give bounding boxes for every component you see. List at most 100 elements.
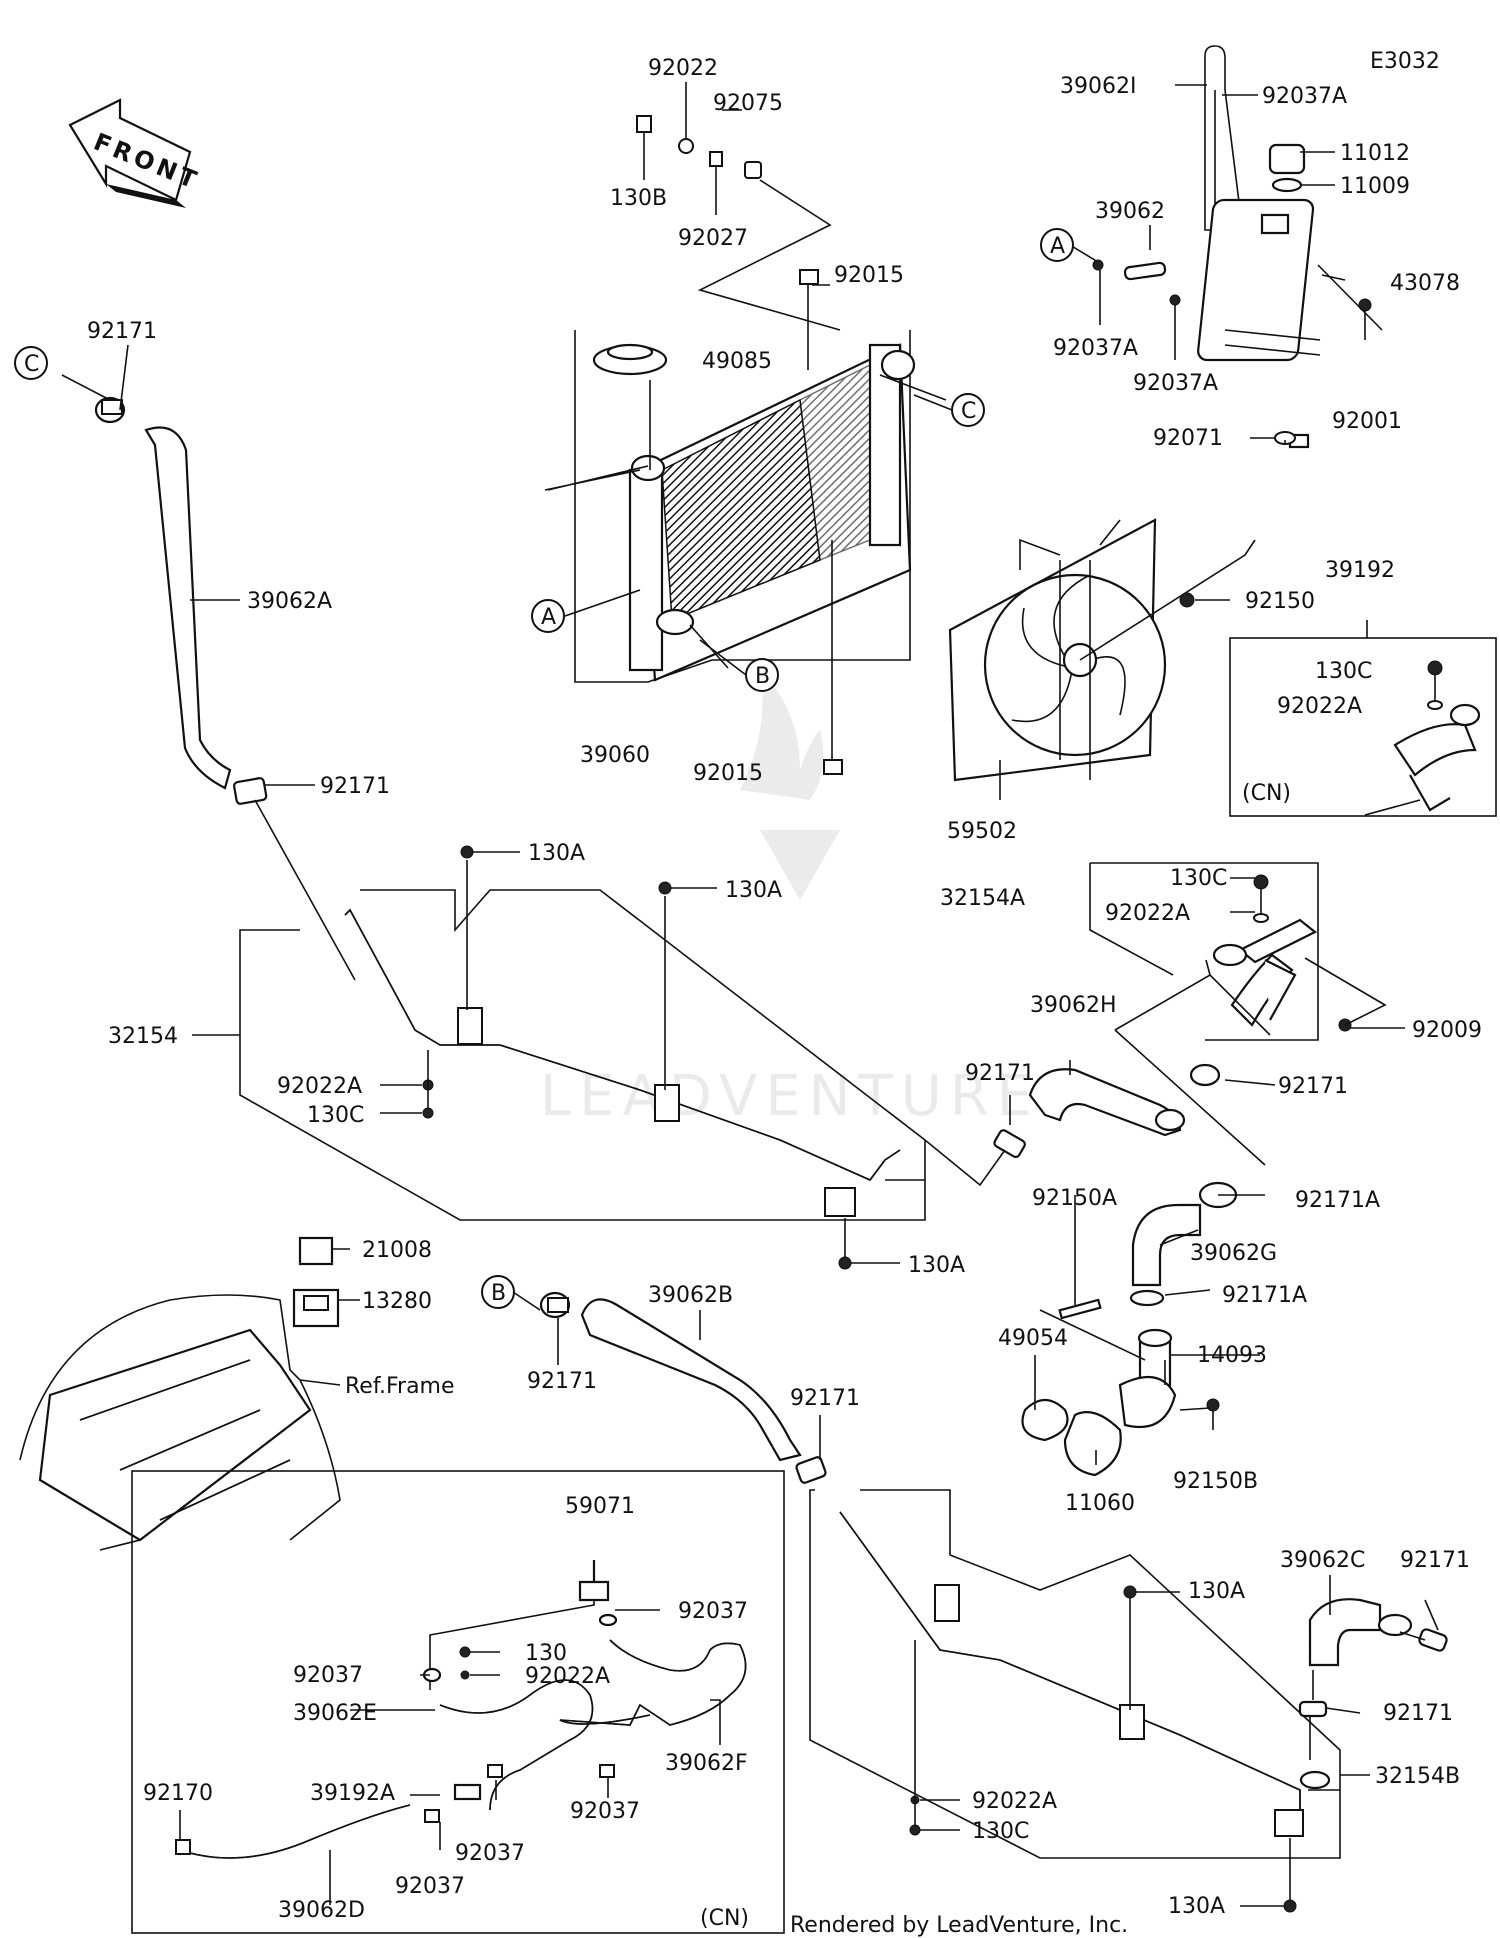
label-11009: 11009 xyxy=(1340,174,1410,199)
label-59071: 59071 xyxy=(565,1494,635,1519)
label-39062i: 39062I xyxy=(1060,74,1136,99)
label-ref-frame: Ref.Frame xyxy=(345,1374,455,1399)
label-92022a-r: 92022A xyxy=(1105,901,1190,926)
pipe-32154-assembly xyxy=(192,799,926,1270)
label-39062f: 39062F xyxy=(665,1751,748,1776)
label-14093: 14093 xyxy=(1197,1343,1267,1368)
label-92171-tl: 92171 xyxy=(87,319,157,344)
label-130a-2: 130A xyxy=(725,878,782,903)
label-39062: 39062 xyxy=(1095,199,1165,224)
label-92171-b: 92171 xyxy=(527,1369,597,1394)
label-92037a-mid: 92037A xyxy=(1133,371,1218,396)
label-11012: 11012 xyxy=(1340,141,1410,166)
callout-a-radiator: A xyxy=(541,605,556,630)
label-92171-r: 92171 xyxy=(1278,1074,1348,1099)
label-39062h: 39062H xyxy=(1030,993,1117,1018)
label-130b: 130B xyxy=(610,186,667,211)
label-39062g: 39062G xyxy=(1190,1241,1277,1266)
label-92037a-top: 92037A xyxy=(1262,84,1347,109)
thermostat-inset-box xyxy=(1229,637,1497,817)
front-arrow: FRONT xyxy=(68,98,204,208)
label-92171-mid: 92171 xyxy=(320,774,390,799)
callout-b-hose: B xyxy=(491,1281,506,1306)
label-130a-4: 130A xyxy=(1188,1579,1245,1604)
label-92037-1: 92037 xyxy=(678,1599,748,1624)
hose-39062a xyxy=(94,344,315,805)
hose-39062h xyxy=(924,1060,1186,1187)
label-92150a: 92150A xyxy=(1032,1186,1117,1211)
diagram-code: E3032 xyxy=(1370,49,1440,74)
callout-c-radiator: C xyxy=(961,399,976,424)
label-92022a-left: 92022A xyxy=(277,1074,362,1099)
callout-markers xyxy=(14,228,1074,1311)
hose-39062b xyxy=(539,1291,827,1484)
thermostat-inset-part xyxy=(1364,620,1481,816)
label-13280: 13280 xyxy=(362,1289,432,1314)
label-92171-c2: 92171 xyxy=(1383,1701,1453,1726)
region-cn-thermostat: (CN) xyxy=(1242,781,1291,806)
label-92171-b2: 92171 xyxy=(790,1386,860,1411)
label-11060: 11060 xyxy=(1065,1491,1135,1516)
bypass-hose-inset-box xyxy=(131,1470,785,1934)
label-49054: 49054 xyxy=(998,1326,1068,1351)
callout-letters: A C C A B B xyxy=(24,234,1065,1306)
pipe-32154b-assembly xyxy=(809,1489,1370,1913)
label-92015-bot: 92015 xyxy=(693,761,763,786)
thermostat-housing-group xyxy=(1021,1181,1265,1477)
radiator xyxy=(544,269,947,775)
label-130a-1: 130A xyxy=(528,841,585,866)
label-59502: 59502 xyxy=(947,819,1017,844)
label-39062e: 39062E xyxy=(293,1701,377,1726)
label-49085: 49085 xyxy=(702,349,772,374)
watermark-text: LEADVENTURE xyxy=(540,1064,1040,1129)
label-39060: 39060 xyxy=(580,743,650,768)
callout-a-top: A xyxy=(1050,234,1065,259)
label-92170: 92170 xyxy=(143,1781,213,1806)
label-92022a-cn: 92022A xyxy=(525,1664,610,1689)
reservoir-tank-group xyxy=(1069,45,1383,449)
label-92171a-1: 92171A xyxy=(1295,1188,1380,1213)
hose-39062c xyxy=(1298,1575,1448,1760)
label-92022a-bot: 92022A xyxy=(972,1789,1057,1814)
label-39062d: 39062D xyxy=(278,1898,365,1923)
label-92171a-2: 92171A xyxy=(1222,1283,1307,1308)
label-130: 130 xyxy=(525,1641,567,1666)
bypass-hose-inset-parts xyxy=(175,1560,747,1905)
label-39062c: 39062C xyxy=(1280,1548,1365,1573)
label-92171-h: 92171 xyxy=(965,1061,1035,1086)
region-cn-bypass: (CN) xyxy=(700,1906,749,1931)
fan-assembly xyxy=(948,518,1256,800)
label-92150b: 92150B xyxy=(1173,1469,1258,1494)
label-39062a: 39062A xyxy=(247,589,332,614)
footer-credit: Rendered by LeadVenture, Inc. xyxy=(790,1913,1128,1938)
label-92001: 92001 xyxy=(1332,409,1402,434)
label-130c-box: 130C xyxy=(1315,659,1372,684)
label-92071: 92071 xyxy=(1153,426,1223,451)
label-130a-5: 130A xyxy=(1168,1894,1225,1919)
label-92037-4: 92037 xyxy=(455,1841,525,1866)
label-92037-3: 92037 xyxy=(570,1799,640,1824)
label-43078: 43078 xyxy=(1390,271,1460,296)
label-39192a: 39192A xyxy=(310,1781,395,1806)
label-92022: 92022 xyxy=(648,56,718,81)
radiator-top-fasteners xyxy=(636,82,841,331)
frame-and-relay xyxy=(19,1236,360,1551)
label-92037a-left: 92037A xyxy=(1053,336,1138,361)
label-92075: 92075 xyxy=(713,91,783,116)
label-130a-3: 130A xyxy=(908,1253,965,1278)
label-39062b: 39062B xyxy=(648,1283,733,1308)
label-32154a: 32154A xyxy=(940,886,1025,911)
label-92009: 92009 xyxy=(1412,1018,1482,1043)
label-92037-5: 92037 xyxy=(395,1874,465,1899)
callout-c-left: C xyxy=(24,352,39,377)
callout-b-radiator: B xyxy=(755,664,770,689)
label-32154b: 32154B xyxy=(1375,1764,1460,1789)
label-92015-top: 92015 xyxy=(834,263,904,288)
label-130c-bot: 130C xyxy=(972,1819,1029,1844)
label-92037-2: 92037 xyxy=(293,1663,363,1688)
pipe-32154a-assembly xyxy=(1089,862,1405,1166)
label-92171-c: 92171 xyxy=(1400,1548,1470,1573)
label-130c-r: 130C xyxy=(1170,866,1227,891)
